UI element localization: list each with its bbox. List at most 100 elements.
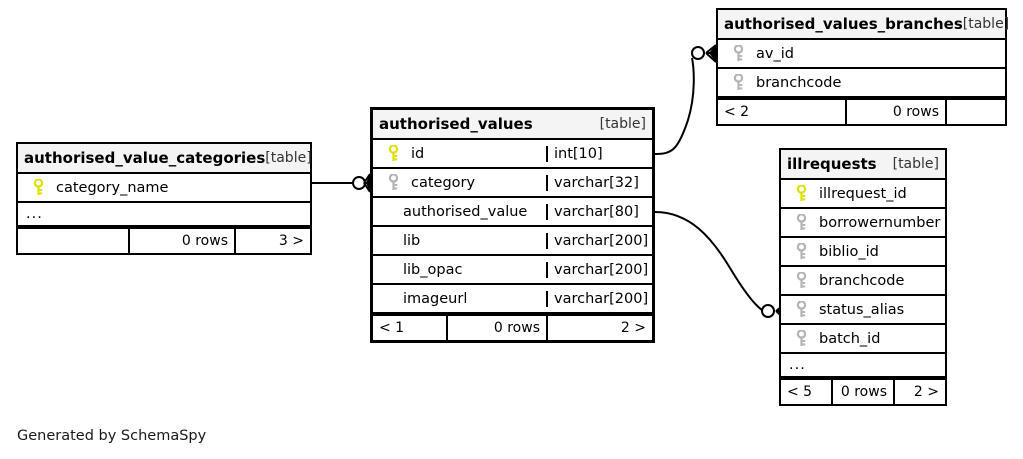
footer-parents: < 2: [718, 100, 847, 124]
foreign-key-icon: [726, 74, 750, 91]
column-row[interactable]: biblio_id: [781, 238, 945, 267]
table-type-tag: [table]: [599, 116, 646, 132]
more-columns-indicator: ...: [781, 354, 945, 378]
foreign-key-icon: [789, 243, 813, 260]
column-name-cell: id: [373, 145, 546, 162]
footer-rowcount: 0 rows: [833, 380, 895, 404]
footer-children: 2 >: [913, 384, 939, 400]
column-row[interactable]: batch_id: [781, 325, 945, 354]
column-label: branchcode: [756, 74, 842, 91]
column-label: lib: [403, 232, 421, 249]
column-label: status_alias: [819, 301, 905, 318]
footer-parents: < 1: [373, 316, 448, 340]
column-label: category_name: [56, 179, 169, 196]
schemaspy-credit: Generated by SchemaSpy: [17, 428, 207, 444]
foreign-key-icon: [726, 45, 750, 62]
column-name-cell: branchcode: [781, 272, 945, 289]
table-type-tag: [table]: [962, 16, 1010, 32]
table-authorised-value-categories[interactable]: authorised_value_categories [table] cate…: [16, 142, 312, 255]
foreign-key-icon: [789, 330, 813, 347]
table-type-tag: [table]: [892, 156, 939, 172]
footer-rowcount: 0 rows: [130, 229, 236, 253]
column-label: illrequest_id: [819, 185, 907, 202]
column-label: id: [411, 145, 425, 162]
column-row[interactable]: branchcode: [781, 267, 945, 296]
column-name-cell: branchcode: [718, 74, 1005, 91]
column-type: varchar[80]: [546, 203, 652, 220]
primary-key-icon: [789, 185, 813, 202]
table-title: authorised_values: [379, 115, 533, 133]
table-authorised-values-branches[interactable]: authorised_values_branches [table] av_id: [716, 8, 1009, 126]
column-type: varchar[200]: [546, 290, 652, 307]
column-name-cell: lib_opac: [373, 262, 546, 278]
table-header: authorised_value_categories [table]: [18, 144, 312, 174]
table-header: authorised_values_branches [table]: [718, 10, 1009, 40]
column-name-cell: illrequest_id: [781, 185, 945, 202]
edge-authorised-values-to-illrequests: [654, 211, 787, 321]
column-name-cell: borrowernumber: [781, 214, 945, 231]
edge-authorised-values-to-branches: [654, 44, 717, 155]
column-row[interactable]: borrowernumber: [781, 209, 945, 238]
column-type: int[10]: [546, 145, 652, 162]
column-row[interactable]: lib_opac varchar[200]: [373, 256, 652, 285]
column-row[interactable]: av_id: [718, 40, 1005, 69]
column-row[interactable]: id int[10]: [373, 140, 652, 169]
foreign-key-icon: [381, 174, 405, 191]
footer-children: 2 >: [620, 320, 646, 336]
column-label: lib_opac: [403, 261, 463, 278]
table-header: authorised_values [table]: [373, 110, 652, 140]
primary-key-icon: [26, 179, 50, 196]
column-name-cell: biblio_id: [781, 243, 945, 260]
table-footer: < 5 0 rows 2 >: [781, 378, 945, 404]
column-name-cell: imageurl: [373, 291, 546, 307]
table-illrequests[interactable]: illrequests [table] illrequest_id: [779, 148, 947, 406]
column-row[interactable]: authorised_value varchar[80]: [373, 198, 652, 227]
column-row[interactable]: category varchar[32]: [373, 169, 652, 198]
column-row[interactable]: branchcode: [718, 69, 1005, 98]
table-footer: < 2 0 rows: [718, 98, 1005, 124]
column-row[interactable]: category_name: [18, 174, 310, 203]
foreign-key-icon: [789, 272, 813, 289]
more-columns-indicator: ...: [18, 203, 310, 227]
column-label: av_id: [756, 45, 794, 62]
table-type-tag: [table]: [265, 150, 312, 166]
column-type: varchar[32]: [546, 174, 652, 191]
column-label: biblio_id: [819, 243, 879, 260]
column-label: authorised_value: [403, 203, 528, 220]
foreign-key-icon: [789, 214, 813, 231]
column-row[interactable]: lib varchar[200]: [373, 227, 652, 256]
column-label: batch_id: [819, 330, 881, 347]
column-label: category: [411, 174, 476, 191]
edge-categories-to-authorised-values: [312, 173, 371, 193]
table-authorised-values[interactable]: authorised_values [table] id int[10]: [370, 107, 655, 343]
column-name-cell: category_name: [18, 179, 310, 196]
column-row[interactable]: status_alias: [781, 296, 945, 325]
table-title: illrequests: [787, 155, 877, 173]
column-name-cell: av_id: [718, 45, 1005, 62]
primary-key-icon: [381, 145, 405, 162]
column-name-cell: authorised_value: [373, 204, 546, 220]
footer-parents: < 5: [781, 380, 833, 404]
column-row[interactable]: imageurl varchar[200]: [373, 285, 652, 314]
footer-children: 3 >: [278, 233, 304, 249]
column-name-cell: batch_id: [781, 330, 945, 347]
table-title: authorised_values_branches: [724, 15, 963, 33]
column-row[interactable]: illrequest_id: [781, 180, 945, 209]
footer-parents: [18, 229, 130, 253]
column-label: imageurl: [403, 290, 468, 307]
column-name-cell: category: [373, 174, 546, 191]
footer-rowcount: 0 rows: [448, 316, 548, 340]
column-type: varchar[200]: [546, 261, 652, 278]
table-footer: 0 rows 3 >: [18, 227, 310, 253]
footer-children: [947, 100, 1005, 124]
table-footer: < 1 0 rows 2 >: [373, 314, 652, 340]
column-label: borrowernumber: [819, 214, 941, 231]
foreign-key-icon: [789, 301, 813, 318]
table-title: authorised_value_categories: [24, 149, 266, 167]
table-header: illrequests [table]: [781, 150, 945, 180]
column-label: branchcode: [819, 272, 905, 289]
column-type: varchar[200]: [546, 232, 652, 249]
column-name-cell: lib: [373, 233, 546, 249]
footer-rowcount: 0 rows: [847, 100, 947, 124]
